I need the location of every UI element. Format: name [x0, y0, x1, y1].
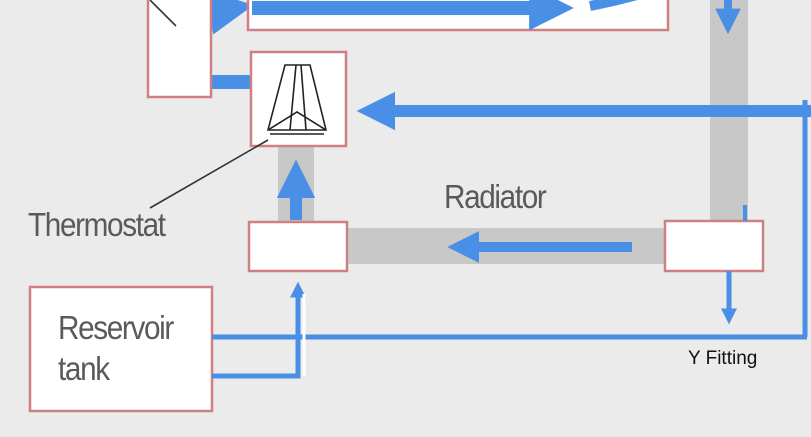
thermostat-leader-line [149, 139, 269, 209]
engine-box [146, 0, 213, 99]
thermostat-housing [249, 50, 348, 148]
components [28, 0, 765, 413]
y-fitting-label: Y Fitting [688, 348, 758, 369]
thermostat-symbol [266, 64, 328, 135]
top-curve-arrow [589, 0, 638, 11]
reservoir-label-line2: tank [58, 350, 110, 387]
reservoir-label-line1: Reservoir [58, 309, 174, 346]
reservoir-return-hose [212, 281, 307, 379]
flow-arrows [212, 0, 811, 379]
reservoir-tank-box [28, 285, 214, 413]
engine-leader-line [149, 0, 177, 27]
lower-right-box [663, 219, 765, 273]
lower-left-box [247, 220, 349, 273]
radiator-label: Radiator [444, 178, 547, 215]
thermostat-label: Thermostat [28, 206, 166, 243]
